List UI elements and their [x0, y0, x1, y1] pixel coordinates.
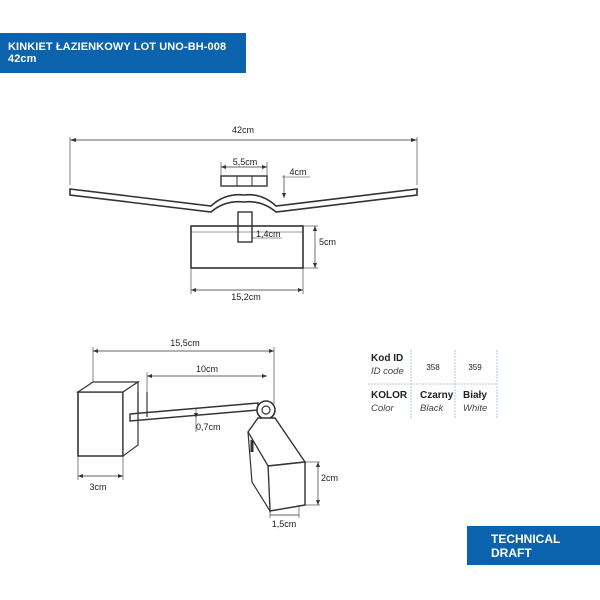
color-row-label: KOLOR — [371, 390, 408, 401]
title-banner: KINKIET ŁAZIENKOWY LOT UNO-BH-008 42cm — [0, 33, 246, 73]
footer-label: TECHNICAL DRAFT — [491, 531, 561, 560]
color-subvalue-2: White — [463, 403, 487, 414]
color-value-2: Biały — [463, 390, 487, 401]
product-title: KINKIET ŁAZIENKOWY LOT UNO-BH-008 42cm — [8, 41, 227, 65]
side-arm — [129, 402, 259, 422]
top-mount — [220, 175, 268, 187]
total-width-label: 42cm — [232, 125, 254, 135]
footer-banner: TECHNICAL DRAFT — [467, 526, 600, 565]
color-subvalue-1: Black — [420, 403, 444, 414]
id-row-sub: ID code — [371, 366, 404, 377]
base-width-label: 15,2cm — [231, 292, 261, 302]
id-value-2: 359 — [468, 363, 482, 372]
reach-label: 15,5cm — [170, 338, 200, 348]
color-row-sub: Color — [371, 403, 395, 414]
wall-base — [190, 225, 304, 269]
head-width-label: 1,5cm — [272, 519, 297, 529]
spec-table — [368, 350, 498, 418]
head-height-label: 2cm — [321, 473, 338, 483]
lamp-arm — [69, 188, 418, 213]
side-view — [76, 347, 320, 518]
arm-length-label: 10cm — [196, 364, 218, 374]
base-depth-label: 3cm — [89, 482, 106, 492]
stem — [237, 211, 253, 243]
arm-thickness-label: 0,7cm — [196, 422, 221, 432]
base-height-label: 5cm — [319, 237, 336, 247]
front-view — [69, 137, 418, 294]
side-base — [77, 391, 124, 457]
color-value-1: Czarny — [420, 390, 454, 401]
mount-width-label: 5,5cm — [233, 157, 258, 167]
arm-height-label: 4cm — [289, 167, 306, 177]
stem-width-label: 1,4cm — [256, 229, 281, 239]
id-row-label: Kod ID — [371, 353, 403, 364]
id-value-1: 358 — [426, 363, 440, 372]
